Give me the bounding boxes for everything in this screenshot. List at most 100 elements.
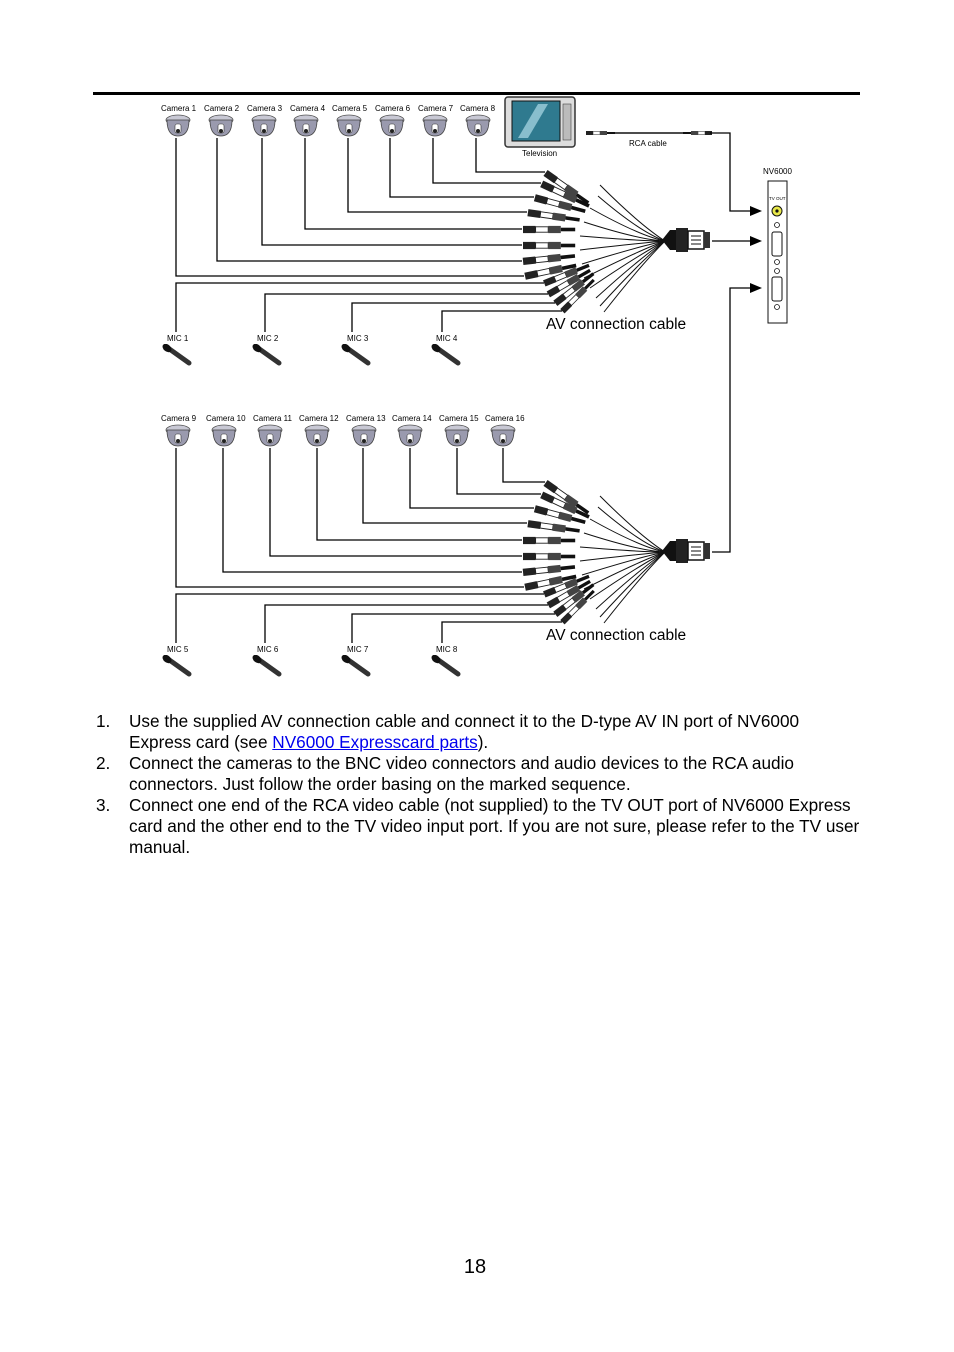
connection-diagram: Camera 1 Camera 2 Camera 3 Camera 4 Came… <box>161 96 792 700</box>
rca-plug-icon <box>682 130 712 136</box>
bnc-plug-icon <box>522 225 576 234</box>
mic-label: MIC 8 <box>436 645 458 654</box>
camera-icon <box>165 114 191 137</box>
microphone-icon <box>251 342 279 363</box>
d-sub-connector-icon <box>662 227 711 253</box>
camera-icon <box>422 114 448 137</box>
camera-13: Camera 13 <box>346 414 386 447</box>
mic-7: MIC 7 <box>340 645 369 674</box>
camera-1: Camera 1 <box>161 104 197 137</box>
expresscard-parts-link[interactable]: NV6000 Expresscard parts <box>272 732 478 752</box>
camera-label: Camera 2 <box>204 104 240 113</box>
bnc-plug-icon <box>522 251 576 266</box>
camera-wires-group-2 <box>175 448 562 643</box>
mic-label: MIC 3 <box>347 334 369 343</box>
camera-2: Camera 2 <box>204 104 240 137</box>
camera-label: Camera 4 <box>290 104 326 113</box>
camera-10: Camera 10 <box>206 414 246 447</box>
camera-label: Camera 11 <box>253 414 293 423</box>
bnc-plug-icon <box>522 241 576 250</box>
av-cable-fan-2 <box>522 479 711 625</box>
av-in-port-1-icon <box>771 231 783 257</box>
camera-4: Camera 4 <box>290 104 326 137</box>
camera-icon <box>351 424 377 447</box>
av-in-port-2-icon <box>771 276 783 302</box>
camera-icon <box>397 424 423 447</box>
mic-6: MIC 6 <box>251 645 279 674</box>
camera-icon <box>336 114 362 137</box>
mic-label: MIC 6 <box>257 645 279 654</box>
microphone-icon <box>161 653 189 674</box>
camera-11: Camera 11 <box>253 414 293 447</box>
camera-label: Camera 5 <box>332 104 368 113</box>
camera-group-1: Camera 1 Camera 2 Camera 3 Camera 4 Came… <box>161 104 496 137</box>
step-1: 1. Use the supplied AV connection cable … <box>96 711 860 753</box>
camera-14: Camera 14 <box>392 414 432 447</box>
camera-label: Camera 8 <box>460 104 496 113</box>
step-text: Use the supplied AV connection cable and… <box>129 711 800 752</box>
camera-icon <box>165 424 191 447</box>
microphone-icon <box>430 342 458 363</box>
camera-icon <box>257 424 283 447</box>
bnc-plug-icon <box>522 536 576 545</box>
camera-6: Camera 6 <box>375 104 411 137</box>
mic-label: MIC 4 <box>436 334 458 343</box>
camera-icon <box>444 424 470 447</box>
mic-group-2: MIC 5 MIC 6 MIC 7 MIC 8 <box>161 645 458 674</box>
bnc-plug-icon <box>526 519 581 535</box>
step-3: 3. Connect one end of the RCA video cabl… <box>96 795 860 858</box>
arrows-to-card <box>710 132 752 553</box>
camera-label: Camera 6 <box>375 104 411 113</box>
mic-2: MIC 2 <box>251 334 279 363</box>
camera-wires-group-1 <box>175 138 562 332</box>
mic-8: MIC 8 <box>430 645 458 674</box>
instruction-steps: 1. Use the supplied AV connection cable … <box>96 711 860 858</box>
step-text: Connect one end of the RCA video cable (… <box>129 795 860 857</box>
mic-label: MIC 1 <box>167 334 189 343</box>
mic-group-1: MIC 1 MIC 2 MIC 3 MIC 4 <box>161 334 458 363</box>
av-cable-fan-1 <box>522 169 711 314</box>
camera-icon <box>211 424 237 447</box>
step-number: 3. <box>96 795 111 815</box>
camera-3: Camera 3 <box>247 104 283 137</box>
d-sub-connector-icon <box>662 538 711 564</box>
mic-label: MIC 7 <box>347 645 369 654</box>
camera-icon <box>465 114 491 137</box>
header-rule <box>93 92 860 95</box>
camera-icon <box>304 424 330 447</box>
step-2: 2. Connect the cameras to the BNC video … <box>96 753 860 795</box>
rca-plug-icon <box>586 130 616 136</box>
nv6000-card: NV6000 TV OUT <box>763 167 792 324</box>
microphone-icon <box>340 653 368 674</box>
camera-12: Camera 12 <box>299 414 339 447</box>
camera-label: Camera 12 <box>299 414 339 423</box>
page-number: 18 <box>0 1256 954 1279</box>
tv-out-label: TV OUT <box>769 196 786 201</box>
camera-label: Camera 13 <box>346 414 386 423</box>
television-label: Television <box>522 149 557 158</box>
camera-label: Camera 1 <box>161 104 197 113</box>
step-number: 1. <box>96 711 111 731</box>
camera-icon <box>293 114 319 137</box>
camera-8: Camera 8 <box>460 104 496 137</box>
camera-9: Camera 9 <box>161 414 197 447</box>
mic-4: MIC 4 <box>430 334 458 363</box>
mic-label: MIC 2 <box>257 334 279 343</box>
camera-16: Camera 16 <box>485 414 525 447</box>
step-number: 2. <box>96 753 111 773</box>
step-text: Connect the cameras to the BNC video con… <box>129 753 794 794</box>
card-label: NV6000 <box>763 167 792 176</box>
av-cable-label-1: AV connection cable <box>546 316 686 333</box>
microphone-icon <box>340 342 368 363</box>
bnc-plug-icon <box>522 552 576 561</box>
mic-5: MIC 5 <box>161 645 189 674</box>
camera-label: Camera 9 <box>161 414 197 423</box>
microphone-icon <box>430 653 458 674</box>
bnc-plug-icon <box>526 208 581 224</box>
mic-3: MIC 3 <box>340 334 369 363</box>
rca-cable-label: RCA cable <box>629 139 667 148</box>
camera-label: Camera 3 <box>247 104 283 113</box>
av-cable-label-2: AV connection cable <box>546 627 686 644</box>
step-text-end: ). <box>477 732 489 752</box>
mic-1: MIC 1 <box>161 334 189 363</box>
